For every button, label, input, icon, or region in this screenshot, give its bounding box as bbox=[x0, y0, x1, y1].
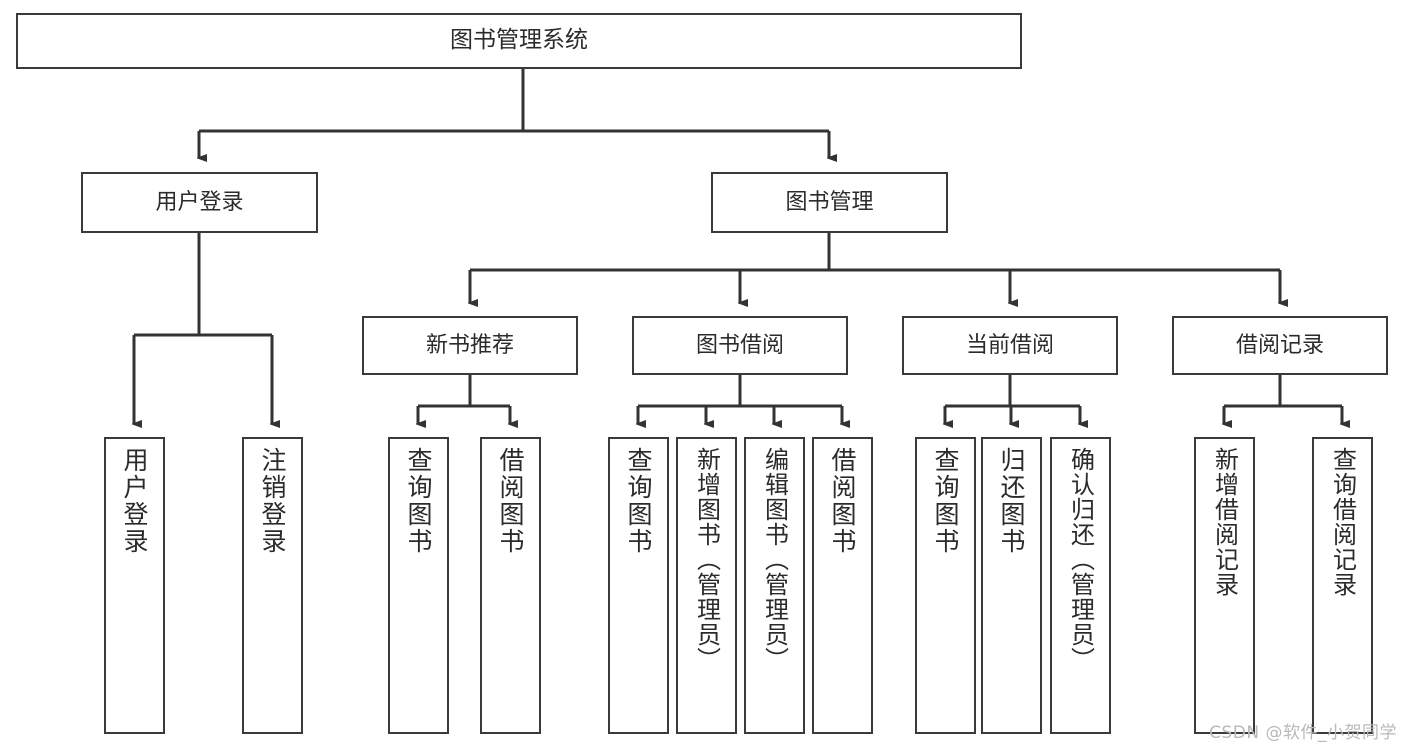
node-leaf-return-book[interactable]: 归还图书 bbox=[981, 437, 1042, 734]
node-leaf-borrow-book-2-label: 借阅图书 bbox=[828, 447, 857, 555]
node-leaf-user-login-label: 用户登录 bbox=[120, 447, 149, 555]
node-leaf-borrow-book-1-label: 借阅图书 bbox=[496, 447, 525, 555]
node-root-label: 图书管理系统 bbox=[450, 27, 588, 54]
node-leaf-borrow-book-1[interactable]: 借阅图书 bbox=[480, 437, 541, 734]
csdn-watermark: CSDN @软件_小贺同学 bbox=[1209, 723, 1397, 743]
node-leaf-query-record[interactable]: 查询借阅记录 bbox=[1312, 437, 1373, 734]
node-leaf-borrow-book-2[interactable]: 借阅图书 bbox=[812, 437, 873, 734]
node-leaf-return-book-label: 归还图书 bbox=[997, 447, 1026, 555]
node-leaf-query-book-1[interactable]: 查询图书 bbox=[388, 437, 449, 734]
node-book-borrow[interactable]: 图书借阅 bbox=[632, 316, 848, 375]
node-root[interactable]: 图书管理系统 bbox=[16, 13, 1022, 69]
node-leaf-user-login[interactable]: 用户登录 bbox=[104, 437, 165, 734]
node-current-borrow-label: 当前借阅 bbox=[965, 332, 1054, 358]
node-leaf-add-record-label: 新增借阅记录 bbox=[1210, 447, 1239, 597]
node-leaf-user-logout[interactable]: 注销登录 bbox=[242, 437, 303, 734]
node-leaf-confirm-return[interactable]: 确认归还（管理员） bbox=[1050, 437, 1111, 734]
node-leaf-query-book-1-label: 查询图书 bbox=[404, 447, 433, 555]
node-book-borrow-label: 图书借阅 bbox=[695, 332, 784, 358]
node-leaf-edit-book[interactable]: 编辑图书（管理员） bbox=[744, 437, 805, 734]
node-leaf-add-book[interactable]: 新增图书（管理员） bbox=[676, 437, 737, 734]
node-borrow-record[interactable]: 借阅记录 bbox=[1172, 316, 1388, 375]
node-user-login-label: 用户登录 bbox=[155, 189, 244, 215]
node-leaf-query-book-3[interactable]: 查询图书 bbox=[915, 437, 976, 734]
node-user-login[interactable]: 用户登录 bbox=[81, 172, 318, 233]
node-new-book-recommend-label: 新书推荐 bbox=[425, 332, 514, 358]
node-book-management-label: 图书管理 bbox=[785, 189, 874, 215]
node-leaf-query-book-2-label: 查询图书 bbox=[624, 447, 653, 555]
node-leaf-add-record[interactable]: 新增借阅记录 bbox=[1194, 437, 1255, 734]
node-current-borrow[interactable]: 当前借阅 bbox=[902, 316, 1118, 375]
node-leaf-query-record-label: 查询借阅记录 bbox=[1328, 447, 1357, 597]
node-leaf-add-book-label: 新增图书（管理员） bbox=[692, 447, 721, 672]
node-leaf-user-logout-label: 注销登录 bbox=[258, 447, 287, 555]
node-borrow-record-label: 借阅记录 bbox=[1235, 332, 1324, 358]
node-book-management[interactable]: 图书管理 bbox=[711, 172, 948, 233]
node-leaf-edit-book-label: 编辑图书（管理员） bbox=[760, 447, 789, 672]
node-leaf-query-book-3-label: 查询图书 bbox=[931, 447, 960, 555]
node-new-book-recommend[interactable]: 新书推荐 bbox=[362, 316, 578, 375]
node-leaf-confirm-return-label: 确认归还（管理员） bbox=[1066, 447, 1095, 672]
node-leaf-query-book-2[interactable]: 查询图书 bbox=[608, 437, 669, 734]
